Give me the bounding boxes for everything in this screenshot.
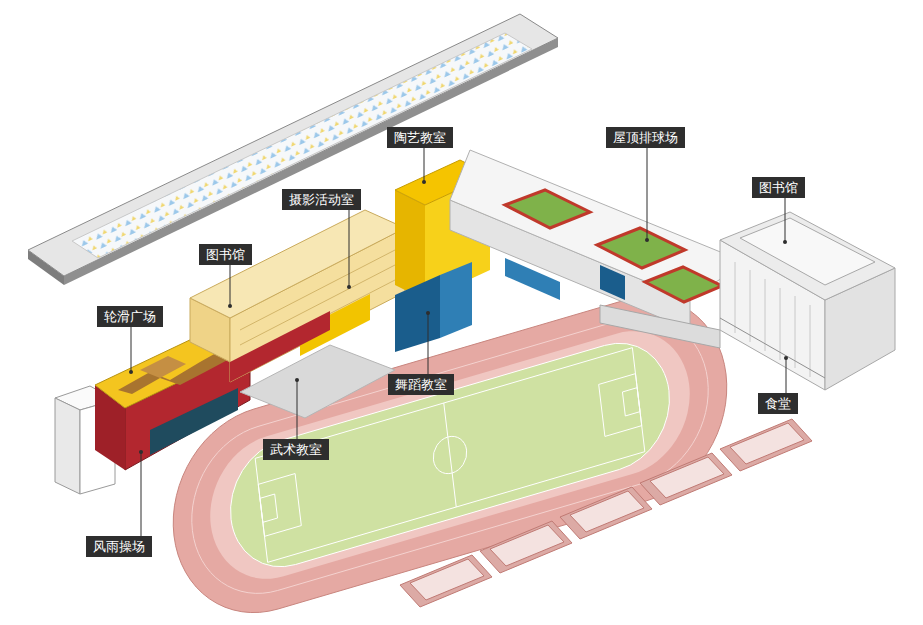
leader-dot <box>783 240 787 244</box>
leader-line <box>785 198 786 242</box>
leader-line <box>297 380 298 439</box>
leader-dot <box>347 285 351 289</box>
leader-dot <box>129 370 133 374</box>
label-text: 摄影活动室 <box>289 191 354 208</box>
label-text: 图书馆 <box>759 179 798 196</box>
callout-label: 食堂 <box>758 393 798 414</box>
label-text: 轮滑广场 <box>104 308 156 325</box>
leader-line <box>131 327 132 372</box>
leader-line <box>424 148 425 182</box>
callout-label: 图书馆 <box>752 177 805 198</box>
leader-dot <box>139 450 143 454</box>
callout-label: 轮滑广场 <box>97 306 163 327</box>
callout-label: 图书馆 <box>199 244 252 265</box>
leader-dot <box>422 180 426 184</box>
leader-line <box>230 265 231 306</box>
callout-label: 风雨操场 <box>86 536 152 557</box>
leader-dot <box>426 311 430 315</box>
label-text: 陶艺教室 <box>394 129 446 146</box>
label-text: 舞蹈教室 <box>395 376 447 393</box>
leader-line <box>428 313 429 374</box>
callout-label: 武术教室 <box>263 439 329 460</box>
label-text: 风雨操场 <box>93 538 145 555</box>
leader-dot <box>645 238 649 242</box>
teaching-wing <box>450 150 745 330</box>
leader-dot <box>228 304 232 308</box>
leader-line <box>141 452 142 536</box>
label-text: 武术教室 <box>270 441 322 458</box>
leader-line <box>786 358 787 393</box>
roof-courts <box>505 190 722 302</box>
callout-label: 屋顶排球场 <box>606 127 685 148</box>
leader-line <box>349 210 350 287</box>
leader-line <box>647 148 648 240</box>
callout-label: 舞蹈教室 <box>388 374 454 395</box>
canteen-library <box>600 212 895 390</box>
callout-label: 摄影活动室 <box>282 189 361 210</box>
leader-dot <box>295 378 299 382</box>
leader-dot <box>784 356 788 360</box>
label-text: 图书馆 <box>206 246 245 263</box>
label-text: 屋顶排球场 <box>613 129 678 146</box>
library-building <box>190 210 405 382</box>
callout-label: 陶艺教室 <box>387 127 453 148</box>
basketball-courts <box>400 419 812 607</box>
label-text: 食堂 <box>765 395 791 412</box>
